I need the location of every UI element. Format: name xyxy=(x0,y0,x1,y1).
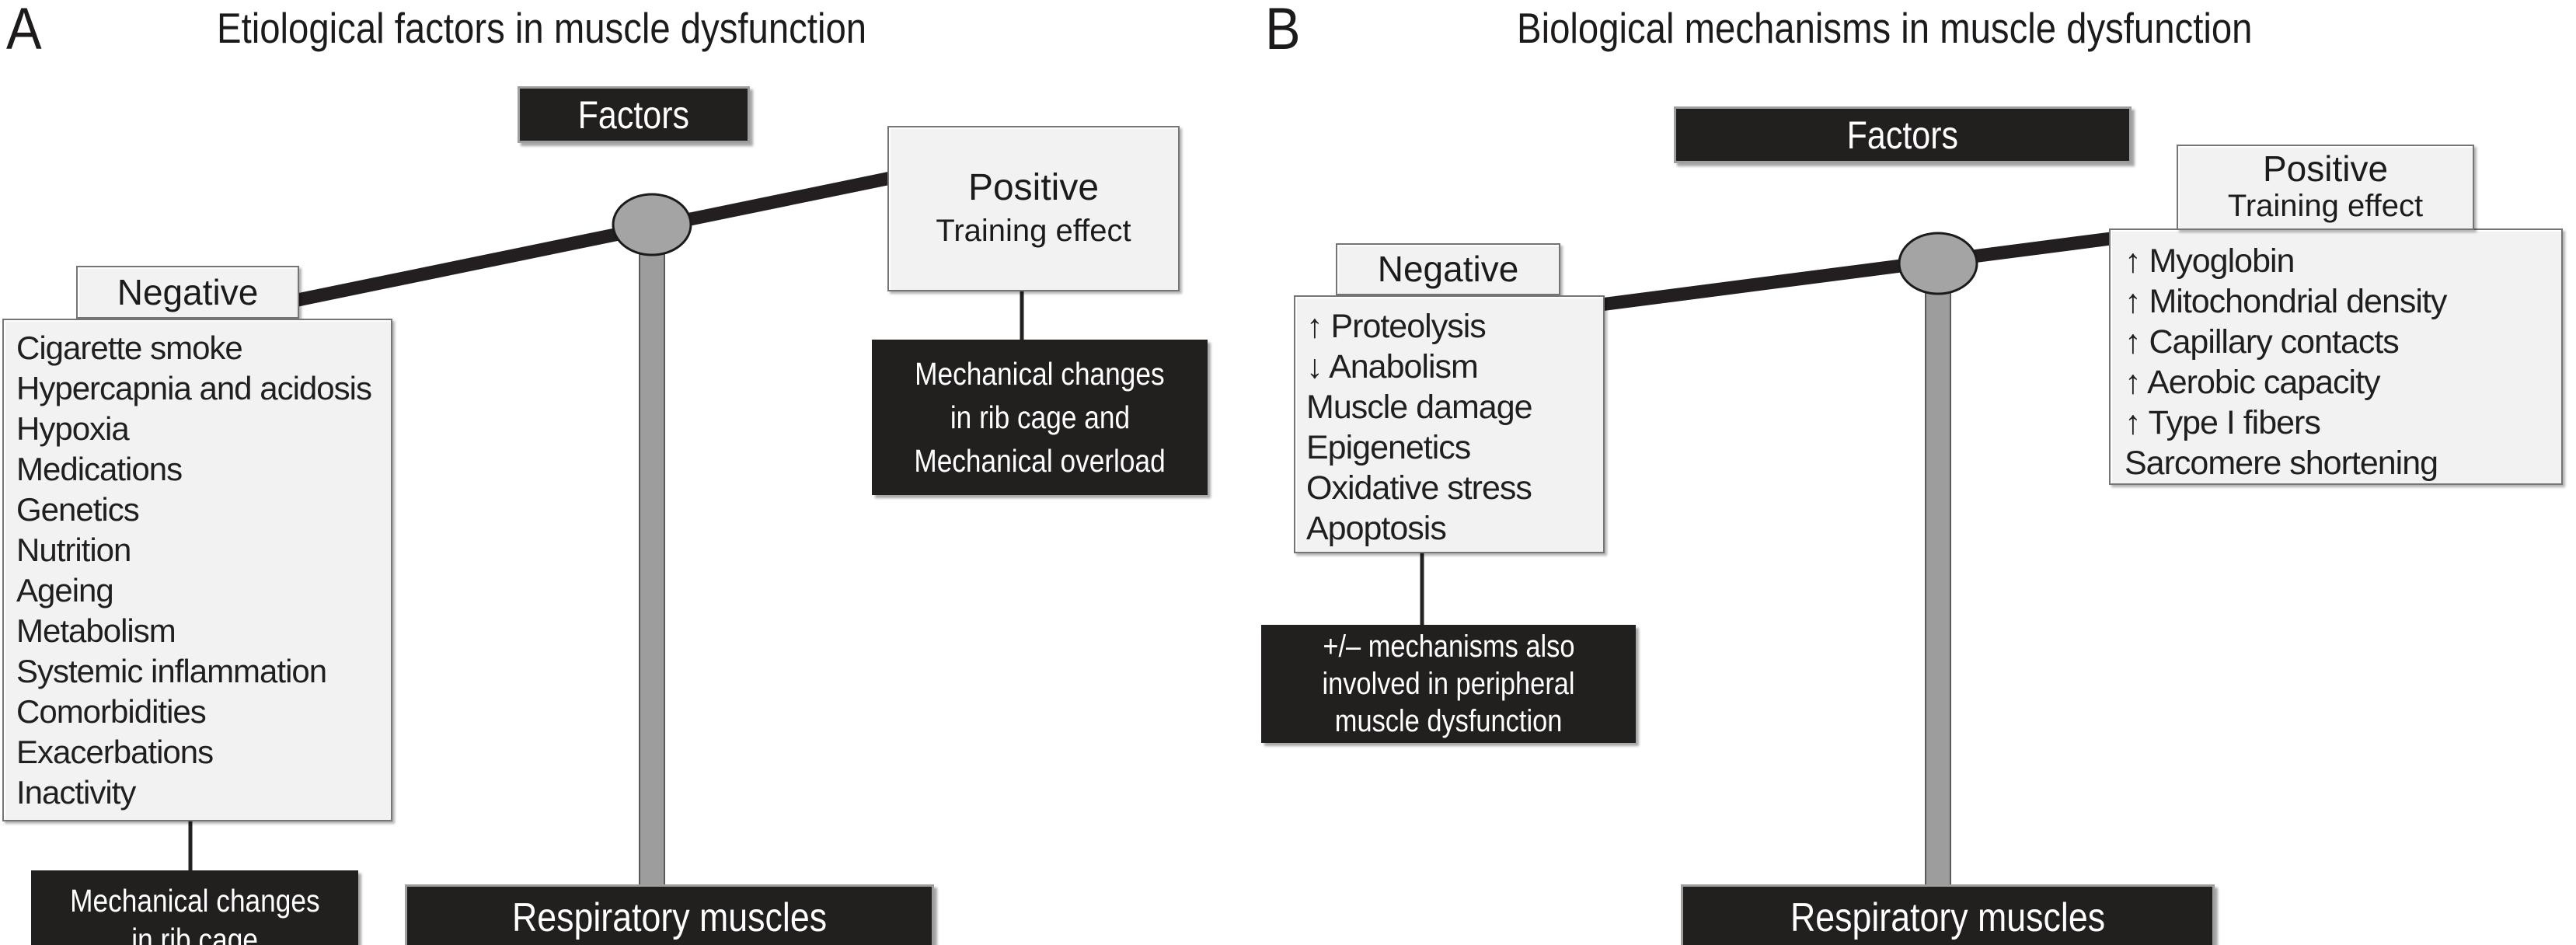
positive-list-item: ↑ Capillary contacts xyxy=(2125,323,2400,361)
panel-b-title-text: Biological mechanisms in muscle dysfunct… xyxy=(1517,4,2253,52)
negative-list-item: Systemic inflammation xyxy=(16,653,327,689)
negative-list-box-a: Cigarette smoke Hypercapnia and acidosis… xyxy=(2,319,392,821)
factors-box-b: Factors xyxy=(1674,106,2132,163)
negative-list-item: Inactivity xyxy=(16,774,136,811)
fulcrum-ellipse-b xyxy=(1898,232,1978,295)
negative-list-item: ↓ Anabolism xyxy=(1306,348,1479,385)
positive-sublabel-a: Training effect xyxy=(936,213,1131,248)
negative-label-box-a: Negative xyxy=(76,266,299,319)
base-box-b: Respiratory muscles xyxy=(1681,884,2215,945)
positive-note-a-line2: in rib cage and xyxy=(950,399,1130,435)
positive-label-box-b: Positive Training effect xyxy=(2177,145,2474,230)
panel-a-letter: A xyxy=(6,0,42,62)
balance-beam-a xyxy=(291,171,898,307)
negative-list-item: Hypercapnia and acidosis xyxy=(16,370,372,406)
negative-list-item: ↑ Proteolysis xyxy=(1306,308,1487,345)
factors-label-a: Factors xyxy=(577,92,690,137)
negative-list-item: Oxidative stress xyxy=(1306,469,1532,507)
panel-a-title: Etiological factors in muscle dysfunctio… xyxy=(117,5,967,52)
panel-b-letter: B xyxy=(1265,0,1301,62)
negative-list-item: Metabolism xyxy=(16,612,176,649)
positive-label-b: Positive xyxy=(2262,148,2389,189)
negative-list-item: Comorbidities xyxy=(16,693,207,730)
positive-list-item: ↑ Type I fibers xyxy=(2125,404,2321,441)
balance-beam-b xyxy=(1594,231,2124,312)
negative-note-b-line3: muscle dysfunction xyxy=(1334,704,1563,738)
negative-label-box-b: Negative xyxy=(1336,243,1560,295)
negative-note-a-line2: in rib cage xyxy=(131,922,258,945)
positive-list-box-b: ↑ Myoglobin ↑ Mitochondrial density ↑ Ca… xyxy=(2109,228,2563,485)
negative-label-a: Negative xyxy=(117,271,259,312)
positive-list-item: ↑ Aerobic capacity xyxy=(2125,364,2381,401)
negative-list-item: Ageing xyxy=(16,572,114,608)
positive-list-item: Sarcomere shortening xyxy=(2125,445,2438,482)
negative-note-a-line1: Mechanical changes xyxy=(69,883,320,919)
panel-b-title: Biological mechanisms in muscle dysfunct… xyxy=(1457,5,2308,52)
base-label-b: Respiratory muscles xyxy=(1790,895,2106,940)
negative-note-b-line1: +/– mechanisms also xyxy=(1322,629,1575,664)
negative-list-item: Medications xyxy=(16,451,183,487)
base-label-a: Respiratory muscles xyxy=(511,895,828,940)
positive-list-item: ↑ Myoglobin xyxy=(2125,242,2295,280)
pivot-post-a xyxy=(639,222,665,887)
negative-note-b-line2: involved in peripheral xyxy=(1322,667,1575,701)
negative-list-item: Cigarette smoke xyxy=(16,330,243,366)
negative-list-item: Apoptosis xyxy=(1306,510,1447,547)
positive-label-a: Positive xyxy=(967,166,1100,208)
fulcrum-ellipse-a xyxy=(612,193,692,256)
negative-list-item: Hypoxia xyxy=(16,410,130,447)
factors-box-a: Factors xyxy=(518,86,750,143)
negative-list-item: Epigenetics xyxy=(1306,429,1471,466)
positive-note-a-line1: Mechanical changes xyxy=(915,356,1165,392)
negative-list-item: Genetics xyxy=(16,491,140,528)
negative-note-box-b: +/– mechanisms also involved in peripher… xyxy=(1261,625,1636,743)
negative-list-item: Muscle damage xyxy=(1306,389,1533,426)
panel-a-title-text: Etiological factors in muscle dysfunctio… xyxy=(217,4,867,52)
negative-label-b: Negative xyxy=(1377,249,1519,290)
factors-label-b: Factors xyxy=(1846,113,1959,157)
positive-note-box-a: Mechanical changes in rib cage and Mecha… xyxy=(872,340,1208,495)
positive-sublabel-b: Training effect xyxy=(2227,189,2424,223)
positive-note-a-line3: Mechanical overload xyxy=(914,443,1166,479)
positive-list-item: ↑ Mitochondrial density xyxy=(2125,283,2447,320)
negative-list-item: Exacerbations xyxy=(16,734,214,770)
positive-box-a: Positive Training effect xyxy=(887,126,1180,291)
negative-note-box-a: Mechanical changes in rib cage xyxy=(31,870,358,945)
negative-list-item: Nutrition xyxy=(16,532,131,568)
base-box-a: Respiratory muscles xyxy=(405,884,934,945)
negative-list-box-b: ↑ Proteolysis ↓ Anabolism Muscle damage … xyxy=(1294,295,1605,553)
pivot-post-b xyxy=(1925,263,1951,887)
